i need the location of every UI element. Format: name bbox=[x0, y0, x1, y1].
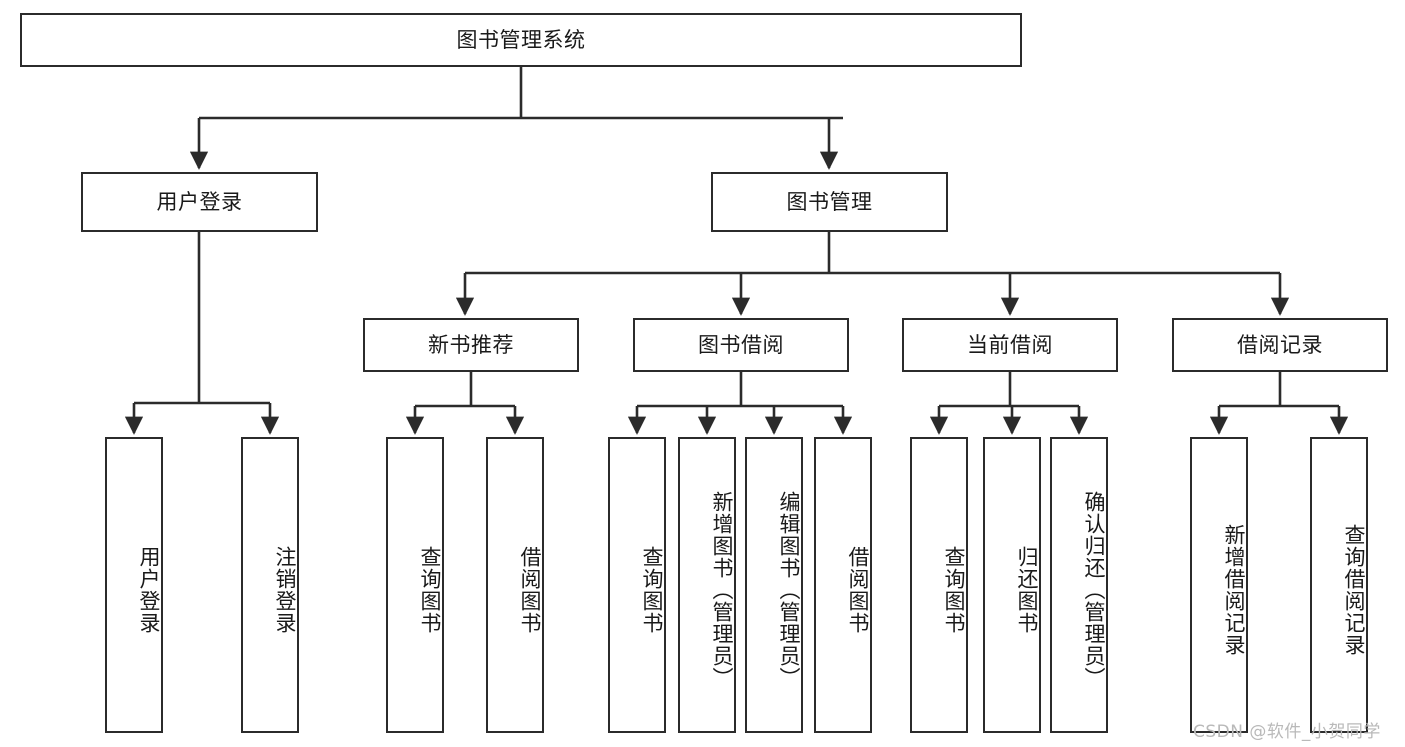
leaf-return-book[interactable]: 归还图书 bbox=[983, 437, 1041, 733]
node-root[interactable]: 图书管理系统 bbox=[20, 13, 1022, 67]
leaf-query-book-rec[interactable]: 查询图书 bbox=[386, 437, 444, 733]
node-book-borrow[interactable]: 图书借阅 bbox=[633, 318, 849, 372]
csdn-watermark: CSDN @软件_小贺同学 bbox=[1193, 722, 1381, 742]
leaf-user-login[interactable]: 用户登录 bbox=[105, 437, 163, 733]
node-borrow-record[interactable]: 借阅记录 bbox=[1172, 318, 1388, 372]
node-book-management-label: 图书管理 bbox=[786, 189, 873, 214]
node-borrow-record-label: 借阅记录 bbox=[1237, 332, 1323, 357]
node-user-login-label: 用户登录 bbox=[156, 189, 243, 214]
leaf-logout-label: 注销登录 bbox=[273, 546, 297, 634]
leaf-borrow-book-rec-label: 借阅图书 bbox=[518, 546, 542, 634]
leaf-add-book-admin[interactable]: 新增图书（管理员） bbox=[678, 437, 736, 733]
leaf-query-book-borrow-label: 查询图书 bbox=[640, 546, 664, 634]
leaf-add-borrow-record[interactable]: 新增借阅记录 bbox=[1190, 437, 1248, 733]
leaf-query-borrow-record[interactable]: 查询借阅记录 bbox=[1310, 437, 1368, 733]
leaf-query-book-rec-label: 查询图书 bbox=[418, 546, 442, 634]
leaf-borrow-book-rec[interactable]: 借阅图书 bbox=[486, 437, 544, 733]
node-user-login[interactable]: 用户登录 bbox=[81, 172, 318, 232]
leaf-edit-book-admin[interactable]: 编辑图书（管理员） bbox=[745, 437, 803, 733]
node-current-borrow-label: 当前借阅 bbox=[967, 332, 1053, 357]
leaf-confirm-return-admin[interactable]: 确认归还（管理员） bbox=[1050, 437, 1108, 733]
node-book-borrow-label: 图书借阅 bbox=[698, 332, 784, 357]
leaf-query-book-borrow[interactable]: 查询图书 bbox=[608, 437, 666, 733]
node-new-book-recommend[interactable]: 新书推荐 bbox=[363, 318, 579, 372]
leaf-confirm-return-admin-label: 确认归还（管理员） bbox=[1082, 491, 1106, 689]
leaf-query-book-current-label: 查询图书 bbox=[942, 546, 966, 634]
leaf-borrow-book-label: 借阅图书 bbox=[846, 546, 870, 634]
node-book-management[interactable]: 图书管理 bbox=[711, 172, 948, 232]
leaf-add-book-admin-label: 新增图书（管理员） bbox=[710, 491, 734, 689]
leaf-query-borrow-record-label: 查询借阅记录 bbox=[1342, 524, 1366, 656]
node-current-borrow[interactable]: 当前借阅 bbox=[902, 318, 1118, 372]
leaf-logout[interactable]: 注销登录 bbox=[241, 437, 299, 733]
leaf-return-book-label: 归还图书 bbox=[1015, 546, 1039, 634]
leaf-edit-book-admin-label: 编辑图书（管理员） bbox=[777, 491, 801, 689]
leaf-add-borrow-record-label: 新增借阅记录 bbox=[1222, 524, 1246, 656]
leaf-query-book-current[interactable]: 查询图书 bbox=[910, 437, 968, 733]
leaf-borrow-book[interactable]: 借阅图书 bbox=[814, 437, 872, 733]
node-root-label: 图书管理系统 bbox=[456, 27, 586, 52]
node-new-book-recommend-label: 新书推荐 bbox=[428, 332, 514, 357]
leaf-user-login-label: 用户登录 bbox=[137, 546, 161, 634]
